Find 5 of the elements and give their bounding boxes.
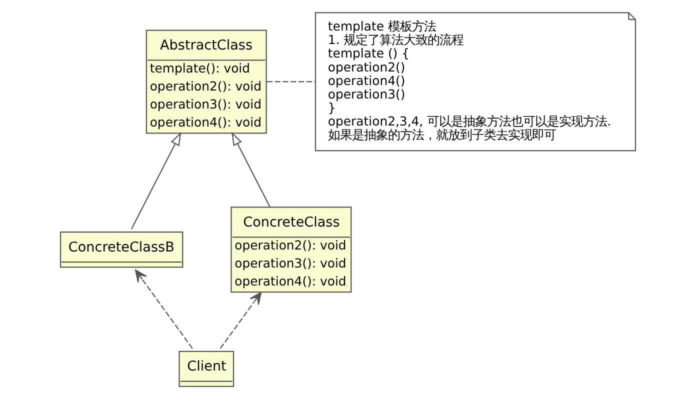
connector	[266, 81, 316, 82]
arrow	[130, 132, 182, 230]
arrow	[135, 270, 193, 349]
arrow	[220, 292, 262, 349]
arrow	[232, 132, 270, 208]
